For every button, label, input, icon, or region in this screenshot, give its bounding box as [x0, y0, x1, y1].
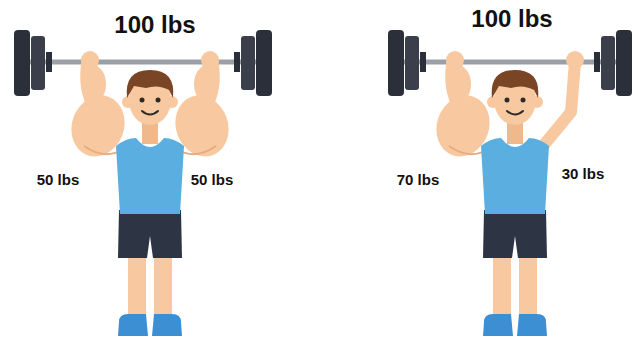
weight-label: 100 lbs [471, 6, 552, 32]
arm-load-label: 70 lbs [397, 172, 440, 189]
arm-load-label: 50 lbs [37, 172, 80, 189]
arm-load-label: 50 lbs [191, 172, 234, 189]
weight-label: 100 lbs [114, 12, 195, 38]
arm-load-label: 30 lbs [562, 166, 605, 183]
